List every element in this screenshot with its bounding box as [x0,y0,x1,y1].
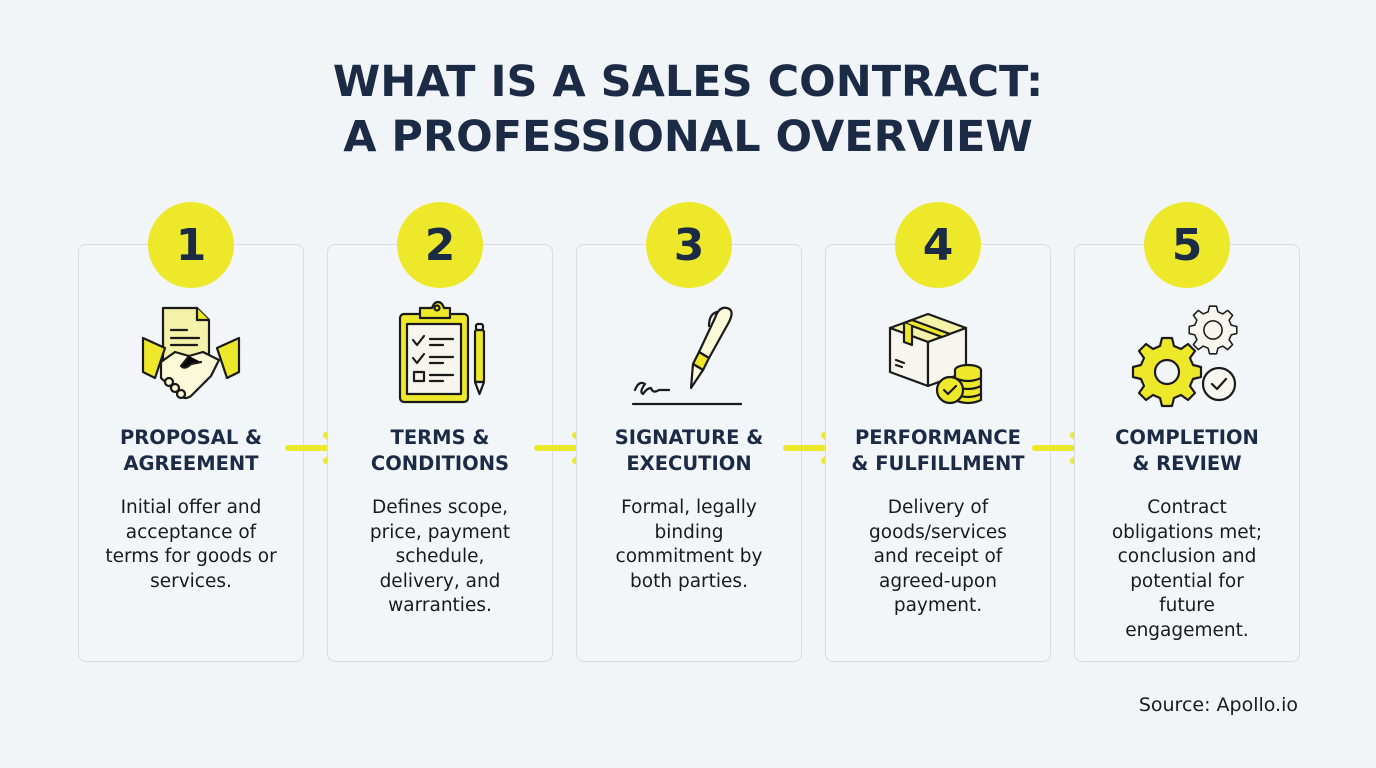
source-attribution: Source: Apollo.io [1138,694,1298,716]
step-number-badge-4: 4 [895,202,981,288]
title-line-1: WHAT IS A SALES CONTRACT: [332,57,1044,107]
step-description-2: Defines scope, price, payment schedule, … [369,497,511,616]
page-title: WHAT IS A SALES CONTRACT: A PROFESSIONAL… [0,55,1376,165]
step-card-3 [576,244,802,662]
step-description-3: Formal, legally binding commitment by bo… [615,497,763,592]
step-number-badge-5: 5 [1144,202,1230,288]
fountain-pen-signature-icon [629,300,749,412]
step-title-2: TERMS & CONDITIONS [370,426,510,475]
step-card-5 [1074,244,1300,662]
step-card-4 [825,244,1051,662]
gears-check-icon [1127,300,1247,412]
step-number-badge-3: 3 [646,202,732,288]
handshake-document-icon [131,300,251,412]
step-title-4: PERFORMANCE & FULFILLMENT [851,426,1025,475]
step-title-1: PROPOSAL & AGREEMENT [119,426,263,475]
step-description-4: Delivery of goods/services and receipt o… [869,497,1007,616]
step-number-badge-1: 1 [148,202,234,288]
step-description-5: Contract obligations met; conclusion and… [1111,497,1263,641]
step-description-1: Initial offer and acceptance of terms fo… [105,497,277,592]
title-line-2: A PROFESSIONAL OVERVIEW [343,112,1033,162]
step-title-5: COMPLETION & REVIEW [1115,426,1259,475]
step-title-3: SIGNATURE & EXECUTION [614,426,764,475]
step-number-badge-2: 2 [397,202,483,288]
clipboard-checklist-icon [380,300,500,412]
package-coins-icon [878,300,998,412]
